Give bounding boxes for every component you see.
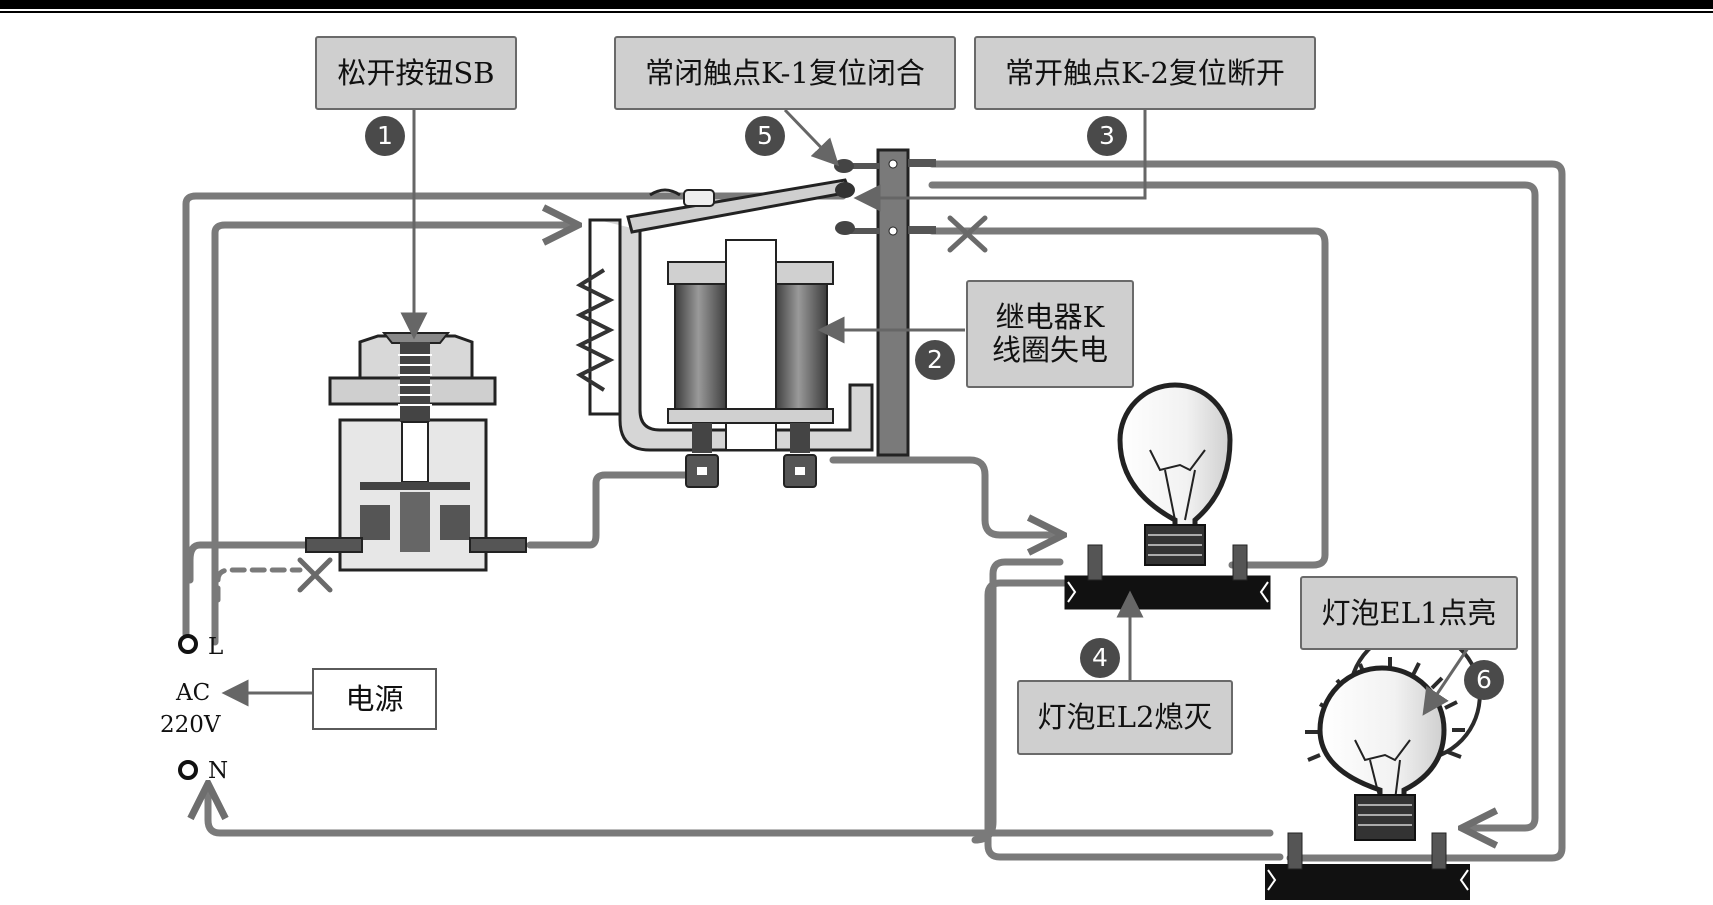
wire-broken-dashed xyxy=(215,567,303,603)
top-rule-thick xyxy=(0,0,1713,9)
label-bulb-el1: 灯泡EL1点亮 xyxy=(1300,576,1518,650)
leader-6 xyxy=(1422,644,1472,716)
wire-l-to-nc-contact xyxy=(182,192,847,638)
label-button-release: 松开按钮SB xyxy=(315,36,517,110)
label-no-contact: 常开触点K-2复位断开 xyxy=(974,36,1316,110)
step-badge-2: 2 xyxy=(915,340,955,380)
wire-switch-to-coil xyxy=(526,471,704,549)
wires xyxy=(182,160,1566,862)
step-badge-6: 6 xyxy=(1464,660,1504,700)
top-rule-thin xyxy=(0,11,1713,13)
wire-coil-to-el2 xyxy=(829,456,1060,535)
wire-l-to-relay xyxy=(211,225,575,646)
label-bulb-el2: 灯泡EL2熄灭 xyxy=(1017,680,1233,755)
wire-to-el1-arrow xyxy=(928,181,1539,828)
relay-k xyxy=(575,148,936,488)
callout-leaders xyxy=(221,108,1472,716)
wire-no-contact-to-el2 xyxy=(928,227,1329,569)
wire-el1-loop xyxy=(984,579,1284,861)
leader-5 xyxy=(783,108,840,167)
voltage-label: 220V xyxy=(160,712,221,738)
step-badge-1: 1 xyxy=(365,116,405,156)
label-relay-coil-line1: 继电器K xyxy=(995,300,1105,334)
step-badge-3: 3 xyxy=(1087,116,1127,156)
label-power: 电源 xyxy=(312,668,437,730)
label-nc-contact: 常闭触点K-1复位闭合 xyxy=(614,36,956,110)
label-power-text: 电源 xyxy=(345,681,404,716)
label-relay-coil-line2: 线圈失电 xyxy=(991,333,1108,367)
label-bulb-el1-text: 灯泡EL1点亮 xyxy=(1321,595,1497,630)
wire-nc-to-el1 xyxy=(928,160,1566,862)
label-button-release-text: 松开按钮SB xyxy=(337,55,495,90)
neutral-terminal-icon xyxy=(178,760,198,780)
bulb-el2-off xyxy=(1064,382,1271,610)
live-terminal-label: L xyxy=(208,634,224,660)
leader-3 xyxy=(853,110,1147,212)
wire-switch-to-l xyxy=(186,541,314,584)
live-terminal-icon xyxy=(178,634,198,654)
label-relay-coil: 继电器K 线圈失电 xyxy=(966,280,1134,388)
step-badge-4: 4 xyxy=(1080,638,1120,678)
label-nc-contact-text: 常闭触点K-1复位闭合 xyxy=(645,55,925,90)
broken-contact-marks xyxy=(297,215,988,593)
wire-return-to-n xyxy=(208,787,1274,837)
pushbutton-switch-sb xyxy=(305,332,527,572)
neutral-terminal-label: N xyxy=(208,758,229,784)
label-bulb-el2-text: 灯泡EL2熄灭 xyxy=(1037,700,1213,734)
label-no-contact-text: 常开触点K-2复位断开 xyxy=(1005,55,1285,90)
step-badge-5: 5 xyxy=(745,116,785,156)
ac-label: AC xyxy=(176,680,211,706)
